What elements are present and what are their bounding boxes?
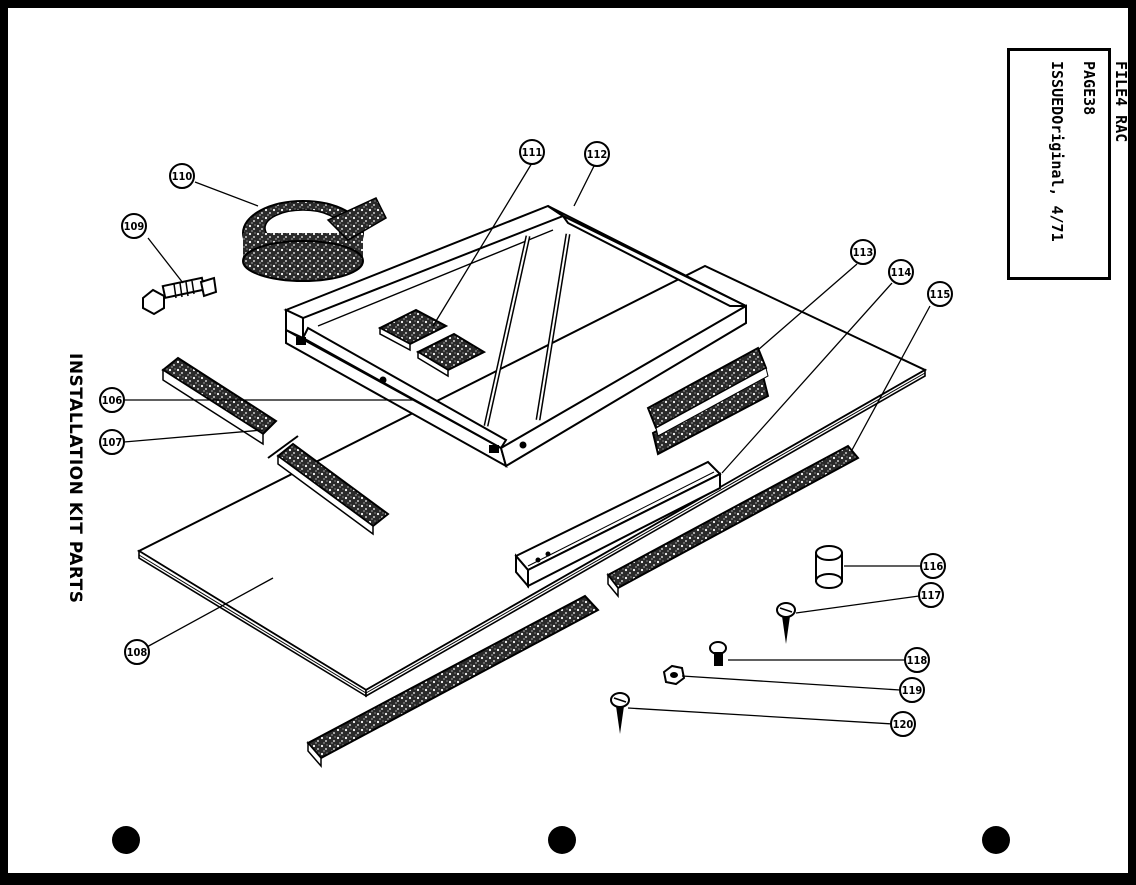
machine-screw-118 [709, 641, 727, 666]
leader-lines [123, 162, 931, 725]
callout-118: 118 [904, 647, 930, 673]
callout-108-label: 108 [127, 646, 148, 659]
callout-113-label: 113 [853, 246, 874, 259]
callout-110-label: 110 [172, 170, 193, 183]
callout-119-label: 119 [902, 684, 923, 697]
page-title: INSTALLATION KIT PARTS [65, 353, 85, 604]
page-row: PAGE38 [1048, 61, 1098, 116]
callout-116-label: 116 [923, 560, 944, 573]
issued-label: ISSUED [1048, 61, 1066, 116]
angle-strip-107 [267, 435, 390, 536]
callout-117-label: 117 [921, 589, 942, 602]
callout-109: 109 [121, 213, 147, 239]
binder-hole-right [982, 826, 1010, 854]
foam-seals-113 [646, 346, 770, 456]
callout-108: 108 [124, 639, 150, 665]
callout-112-label: 112 [587, 148, 608, 161]
bolt-109 [142, 276, 218, 316]
callout-120: 120 [890, 711, 916, 737]
callout-115: 115 [927, 281, 953, 307]
parts-sheet: 106 107 108 109 110 111 112 113 114 115 … [8, 8, 1130, 873]
callout-106-label: 106 [102, 394, 123, 407]
callout-107-label: 107 [102, 436, 123, 449]
wood-screw-120 [610, 692, 630, 734]
callout-106: 106 [99, 387, 125, 413]
page-value: 38 [1080, 97, 1098, 116]
callout-107: 107 [99, 429, 125, 455]
callout-109-label: 109 [124, 220, 145, 233]
callout-114: 114 [888, 259, 914, 285]
file-label: FILE [1112, 61, 1130, 98]
binder-hole-center [548, 826, 576, 854]
callout-113: 113 [850, 239, 876, 265]
binder-hole-left [112, 826, 140, 854]
callout-117: 117 [918, 582, 944, 608]
sheet-info-box: FILE4 RAC PAGE38 ISSUEDOriginal, 4/71 [1007, 48, 1130, 280]
foam-roll-110 [242, 197, 387, 282]
foam-strip-106 [161, 356, 278, 446]
issued-row: ISSUEDOriginal, 4/71 [1016, 61, 1066, 242]
foam-strip-115 [606, 444, 860, 599]
foam-strip-lower [306, 594, 600, 769]
spacer-116 [815, 545, 843, 589]
callout-112: 112 [584, 141, 610, 167]
exploded-parts-diagram: 106 107 108 109 110 111 112 113 114 115 … [99, 139, 1010, 854]
mounting-frame-112 [283, 204, 747, 469]
page-label: PAGE [1080, 61, 1098, 98]
wood-screw-117 [776, 602, 796, 644]
issued-value: Original, 4/71 [1048, 115, 1066, 242]
file-value: 4 RAC [1112, 97, 1130, 143]
foam-pads-111 [377, 308, 487, 378]
callout-115-label: 115 [930, 288, 951, 301]
callout-111: 111 [519, 139, 545, 165]
callout-116: 116 [920, 553, 946, 579]
nut-119 [662, 664, 686, 686]
file-row: FILE4 RAC [1080, 61, 1130, 143]
callout-111-label: 111 [522, 146, 543, 159]
callout-110: 110 [169, 163, 195, 189]
callout-119: 119 [899, 677, 925, 703]
callout-118-label: 118 [907, 654, 928, 667]
channel-114 [514, 460, 722, 589]
callout-114-label: 114 [891, 266, 912, 279]
callout-120-label: 120 [893, 718, 914, 731]
